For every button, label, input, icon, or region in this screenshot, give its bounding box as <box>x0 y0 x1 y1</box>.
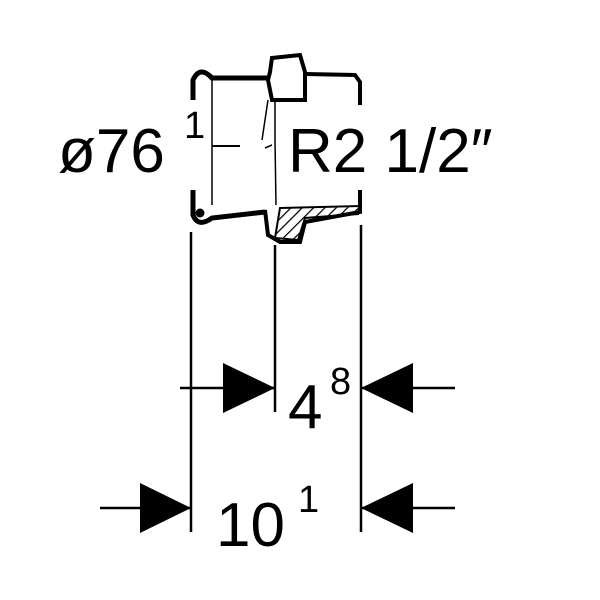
diameter-label: ø76 <box>58 117 165 186</box>
dim-total-label-sup: 1 <box>298 479 319 521</box>
extension-lines <box>189 225 363 532</box>
fitting-section <box>190 52 362 244</box>
dim-inner-label: 4 <box>288 373 322 442</box>
thread-label: R2 1/2″ <box>288 117 493 186</box>
arrow-left-icon <box>361 363 413 413</box>
arrow-right-icon <box>140 483 191 533</box>
dimension-inner <box>180 363 455 413</box>
arrow-left-icon <box>361 483 413 533</box>
arrow-right-icon <box>223 363 275 413</box>
diameter-label-sup: 1 <box>184 105 205 147</box>
dim-total-label: 10 <box>216 491 285 560</box>
dimension-total <box>100 483 455 533</box>
dim-inner-label-sup: 8 <box>330 361 351 403</box>
